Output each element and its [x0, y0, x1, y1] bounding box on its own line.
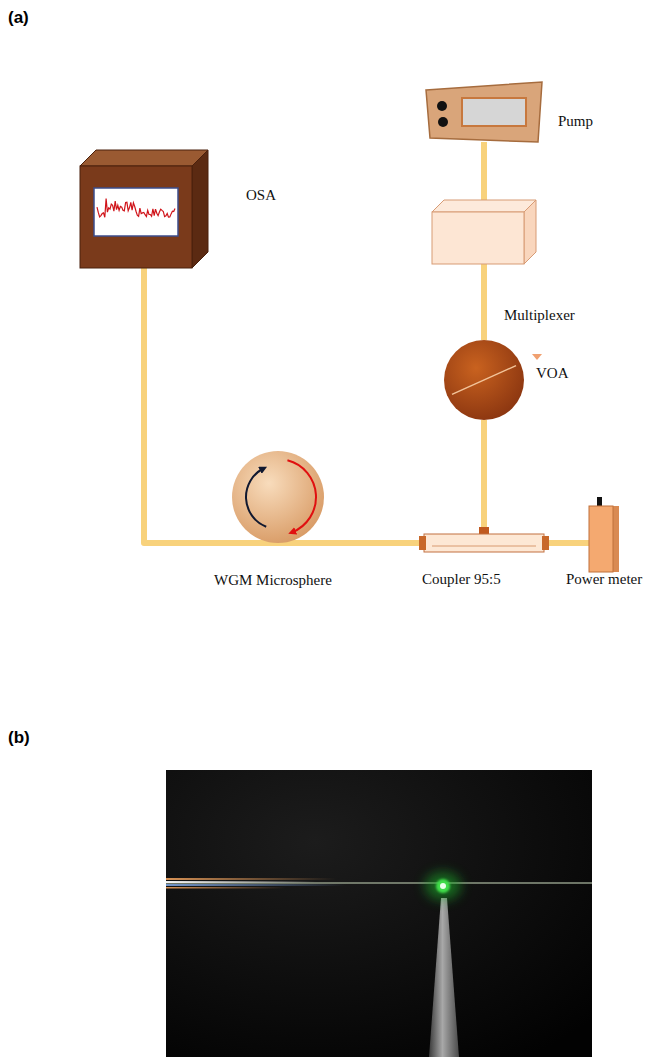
box-top [432, 200, 536, 212]
box-side [524, 200, 536, 264]
photo-background [166, 770, 592, 1057]
osa-device: OSA [80, 150, 208, 268]
device-label: Pump [558, 112, 593, 130]
pump-knob [438, 117, 448, 127]
meter-body [589, 506, 613, 572]
voa-body [444, 340, 524, 420]
node-shape [80, 150, 208, 268]
multiplexer-box: Multiplexer [432, 200, 536, 264]
pump-knob [437, 101, 447, 111]
node-shape [432, 200, 536, 264]
node-shape [444, 340, 524, 420]
fiber-coupler: Coupler 95:5 [424, 534, 544, 552]
voa-attenuator: VOA [444, 340, 524, 420]
osa-spectrum [97, 199, 175, 218]
coupler-core [432, 546, 536, 547]
device-label: VOA [536, 364, 569, 382]
pump-body [426, 82, 542, 142]
device-label: Power meter [566, 570, 642, 588]
panel-label: (a) [8, 8, 29, 28]
power-meter: Power meter [589, 506, 619, 572]
microsphere-glow [436, 879, 450, 893]
osa-top [80, 150, 208, 166]
optical-fiber [278, 540, 424, 546]
node-shape [232, 451, 324, 543]
port [542, 536, 549, 550]
fiber-reflection [166, 887, 286, 889]
device-label: Coupler 95:5 [422, 570, 501, 588]
wgm-microsphere: WGM Microsphere [232, 451, 324, 543]
node-shape [589, 506, 619, 572]
fiber-reflection [166, 884, 346, 886]
node-shape [424, 534, 544, 552]
optical-fiber [481, 142, 487, 200]
fiber-reflection [166, 881, 316, 883]
node-shape [424, 82, 544, 142]
voa-arrow [532, 354, 542, 360]
microsphere-core [440, 883, 446, 889]
mode-arrow [246, 468, 266, 526]
meter-side [613, 506, 619, 572]
device-label: OSA [246, 186, 276, 204]
osa-screen [94, 188, 178, 236]
osa-front [80, 166, 192, 268]
optical-fiber [481, 264, 487, 340]
device-label: WGM Microsphere [214, 571, 332, 589]
optical-fiber [481, 420, 487, 534]
port [419, 536, 426, 550]
green-glow [425, 872, 461, 900]
fiber-reflection [166, 878, 336, 880]
mode-arrow [287, 460, 316, 532]
pump-screen [462, 98, 526, 126]
sphere-stem [429, 898, 459, 1057]
box-front [432, 212, 524, 264]
coupler-body [424, 534, 544, 552]
osa-side [192, 150, 208, 268]
optical-fiber [544, 540, 589, 546]
panel-label: (b) [8, 728, 30, 748]
sphere-body [232, 451, 324, 543]
pump-device: Pump [424, 82, 544, 142]
device-label: Multiplexer [504, 306, 575, 324]
voa-slit [452, 366, 516, 395]
